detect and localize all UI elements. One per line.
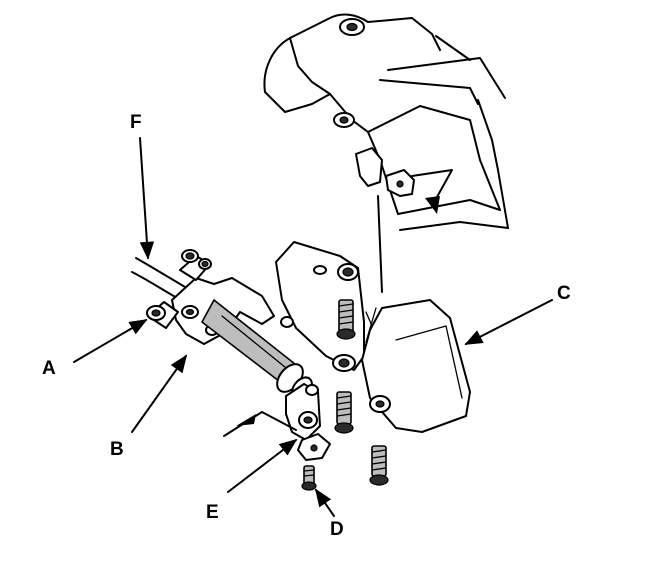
label-f: F: [130, 112, 142, 133]
mounting-bolt-lower: [369, 445, 389, 486]
leader-lines: [73, 137, 553, 517]
label-d: D: [330, 519, 344, 540]
label-c: C: [557, 283, 571, 304]
label-b: B: [110, 439, 124, 460]
mounting-bolt-middle: [334, 391, 354, 434]
steering-column-assembly: [131, 249, 313, 400]
dashboard-mount-structure: [263, 13, 509, 293]
mounting-bolt-upper: [336, 299, 356, 340]
label-a: A: [42, 358, 56, 379]
small-bolt-d: [301, 465, 317, 491]
column-mount-bracket: [275, 241, 379, 372]
label-e: E: [206, 502, 219, 523]
lower-cover-panel: [361, 299, 471, 433]
direction-indicator: [223, 411, 297, 437]
column-clamp-e: [285, 383, 331, 461]
